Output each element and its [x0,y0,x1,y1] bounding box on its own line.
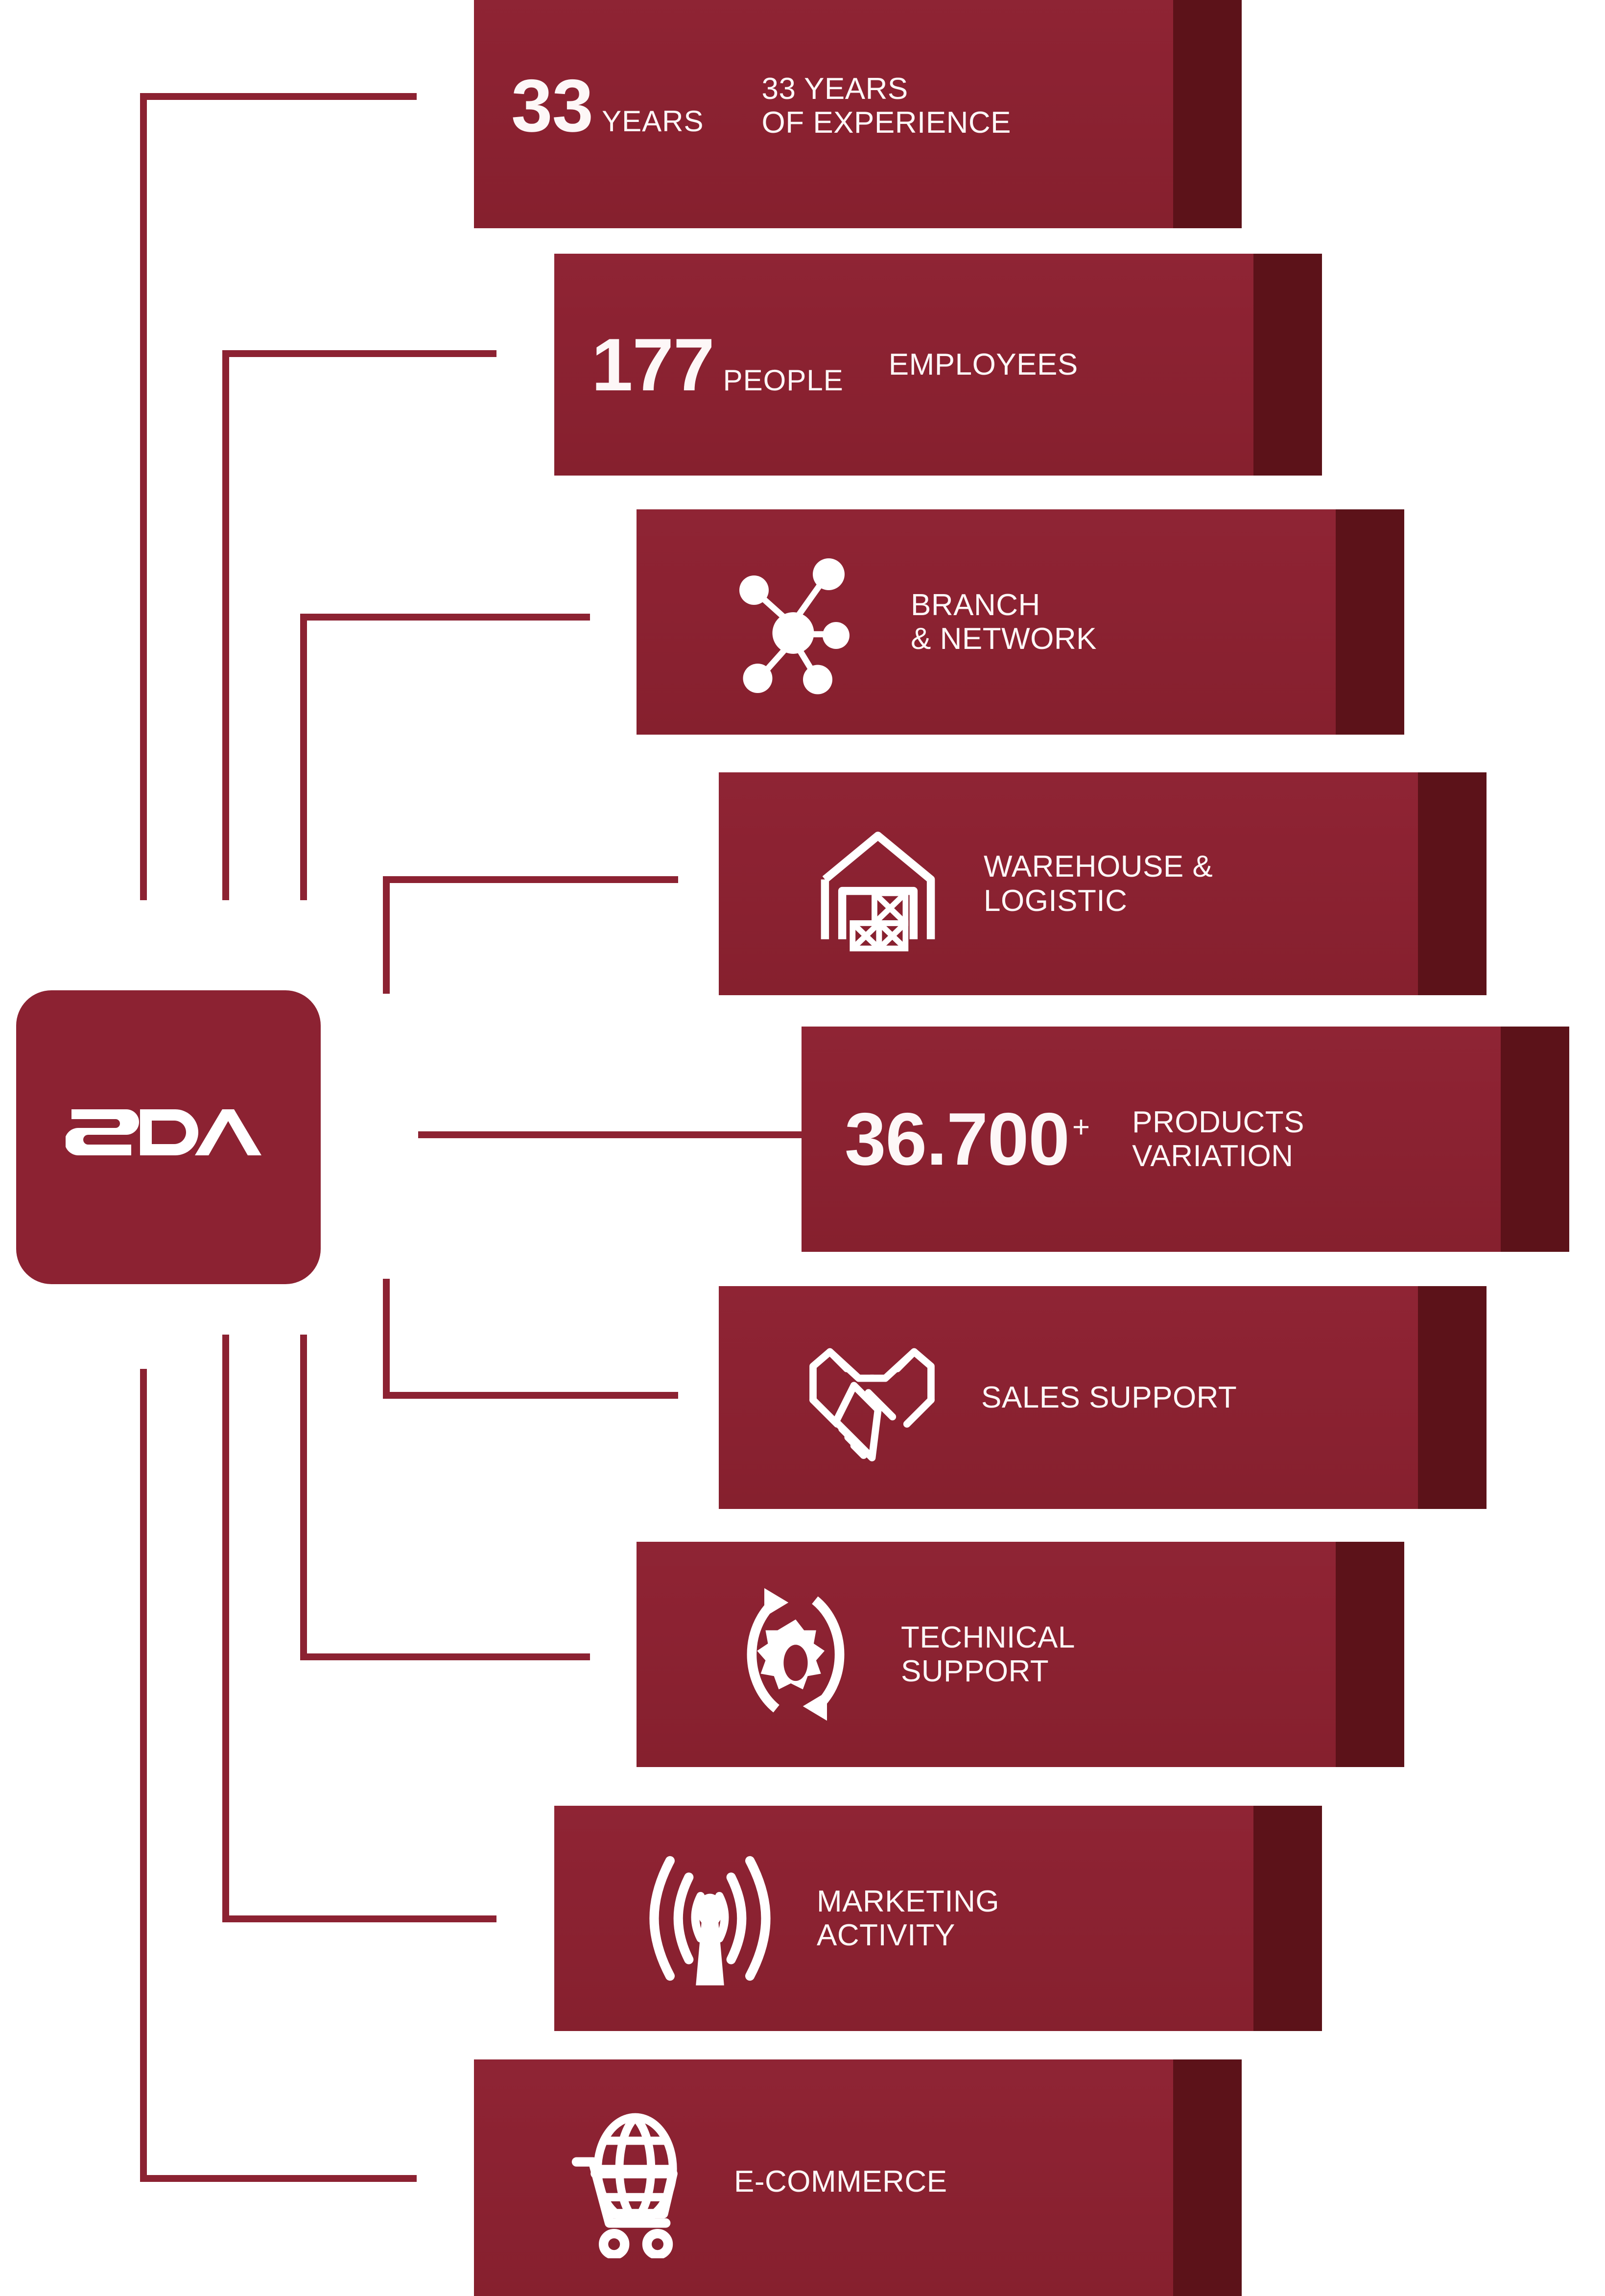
connector-vertical-2 [222,350,229,900]
card-products-variation[interactable]: 36.700 + PRODUCTS VARIATION [802,1027,1569,1252]
card-label: TECHNICAL SUPPORT [901,1620,1075,1688]
card-sales-support[interactable]: SALES SUPPORT [719,1286,1487,1509]
card-shade [1336,1542,1404,1767]
connector-horizontal-7 [300,1653,590,1660]
connector-horizontal-2 [222,350,496,357]
connector-horizontal-8 [222,1915,496,1922]
shopping-cart-globe-icon [555,2104,702,2260]
sda-logo-badge[interactable] [16,990,321,1284]
card-shade [1418,772,1487,995]
sda-logo-wordmark [66,1105,271,1169]
card-label: EMPLOYEES [888,347,1078,382]
connector-horizontal-5 [418,1131,805,1138]
connector-horizontal-9 [140,2175,417,2182]
connector-horizontal-3 [300,614,590,621]
card-shade [1336,509,1404,735]
card-branch-network[interactable]: BRANCH & NETWORK [637,509,1404,735]
card-years-of-experience[interactable]: 33 YEARS 33 YEARS OF EXPERIENCE [474,0,1242,228]
card-label: MARKETING ACTIVITY [817,1884,1000,1952]
card-shade [1253,1806,1322,2031]
connector-vertical-1 [140,93,147,900]
connector-vertical-6 [383,1279,390,1399]
card-e-commerce[interactable]: E-COMMERCE [474,2059,1242,2296]
card-shade [1501,1027,1569,1252]
card-employees[interactable]: 177 PEOPLE EMPLOYEES [554,254,1322,476]
stat-block: 33 YEARS [511,69,704,143]
stat-block: 177 PEOPLE [591,328,844,402]
stat-superscript: + [1072,1110,1090,1144]
warehouse-icon [804,811,951,957]
card-warehouse-logistic[interactable]: WAREHOUSE & LOGISTIC [719,772,1487,995]
card-technical-support[interactable]: TECHNICAL SUPPORT [637,1542,1404,1767]
card-label: BRANCH & NETWORK [911,588,1097,656]
connector-horizontal-4 [383,876,678,883]
stat-unit: PEOPLE [723,363,844,397]
gear-refresh-icon [720,1574,872,1735]
card-label: E-COMMERCE [734,2165,947,2199]
broadcast-tower-icon [637,1840,783,1997]
card-shade [1253,254,1322,476]
connector-horizontal-6 [383,1392,678,1399]
network-nodes-icon [720,544,876,700]
connector-vertical-9 [140,1369,147,2182]
connector-vertical-4 [383,876,390,994]
stat-number: 36.700 [845,1098,1070,1181]
connector-vertical-8 [222,1335,229,1922]
stat-unit: YEARS [602,105,704,138]
handshake-icon [791,1322,953,1474]
stat-number: 177 [591,323,715,407]
card-label: PRODUCTS VARIATION [1132,1105,1305,1173]
card-marketing-activity[interactable]: MARKETING ACTIVITY [554,1806,1322,2031]
card-shade [1173,0,1242,228]
connector-vertical-3 [300,614,307,900]
card-label: SALES SUPPORT [981,1380,1237,1414]
stat-number: 33 [511,64,593,147]
card-label: WAREHOUSE & LOGISTIC [984,850,1213,918]
connector-vertical-7 [300,1335,307,1660]
stat-block: 36.700 + [845,1102,1090,1176]
card-shade [1173,2059,1242,2296]
card-shade [1418,1286,1487,1509]
card-label: 33 YEARS OF EXPERIENCE [761,72,1011,140]
connector-horizontal-1 [140,93,417,100]
